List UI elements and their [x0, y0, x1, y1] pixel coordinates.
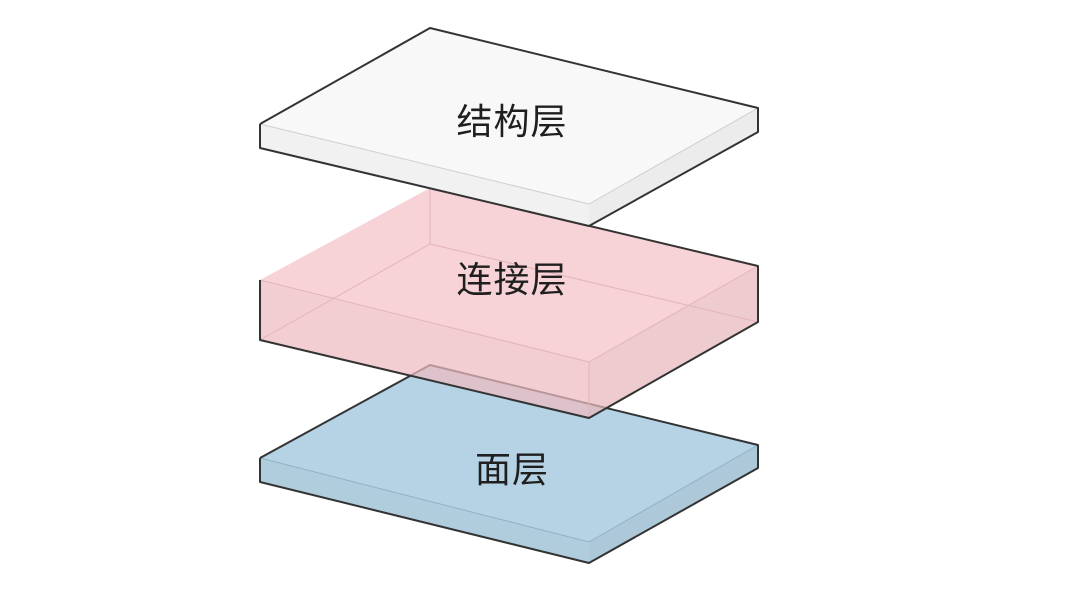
top-layer-label: 结构层 — [456, 102, 567, 143]
bottom-layer-label: 面层 — [475, 450, 549, 491]
bottom-layer-inner-edge — [259, 457, 590, 543]
top-layer-top-face — [260, 28, 758, 204]
middle-layer-inner-edge-right — [588, 265, 759, 363]
middle-layer-label: 连接层 — [456, 260, 567, 301]
middle-layer-right-face — [589, 266, 758, 418]
middle-layer-inner-edge — [259, 279, 590, 363]
top-layer-right-face — [589, 108, 758, 226]
bottom-layer-right-face — [589, 445, 758, 563]
middle-layer: 连接层 — [259, 187, 759, 419]
bottom-layer-top-face — [260, 365, 758, 542]
middle-layer-outline — [259, 187, 759, 419]
middle-layer-front-face — [260, 280, 589, 418]
top-layer-inner-edge — [259, 123, 590, 205]
middle-layer-hidden-edge-3 — [429, 243, 759, 323]
top-layer-front-face — [260, 124, 589, 226]
top-layer: 结构层 — [259, 27, 759, 227]
top-layer-outline — [259, 27, 759, 227]
bottom-layer-front-face — [260, 458, 589, 563]
top-layer-inner-edge-right — [588, 107, 759, 205]
middle-layer-hidden-edge-2 — [259, 243, 431, 341]
middle-layer-top-face — [260, 188, 758, 362]
bottom-layer-inner-edge-right — [588, 444, 759, 543]
